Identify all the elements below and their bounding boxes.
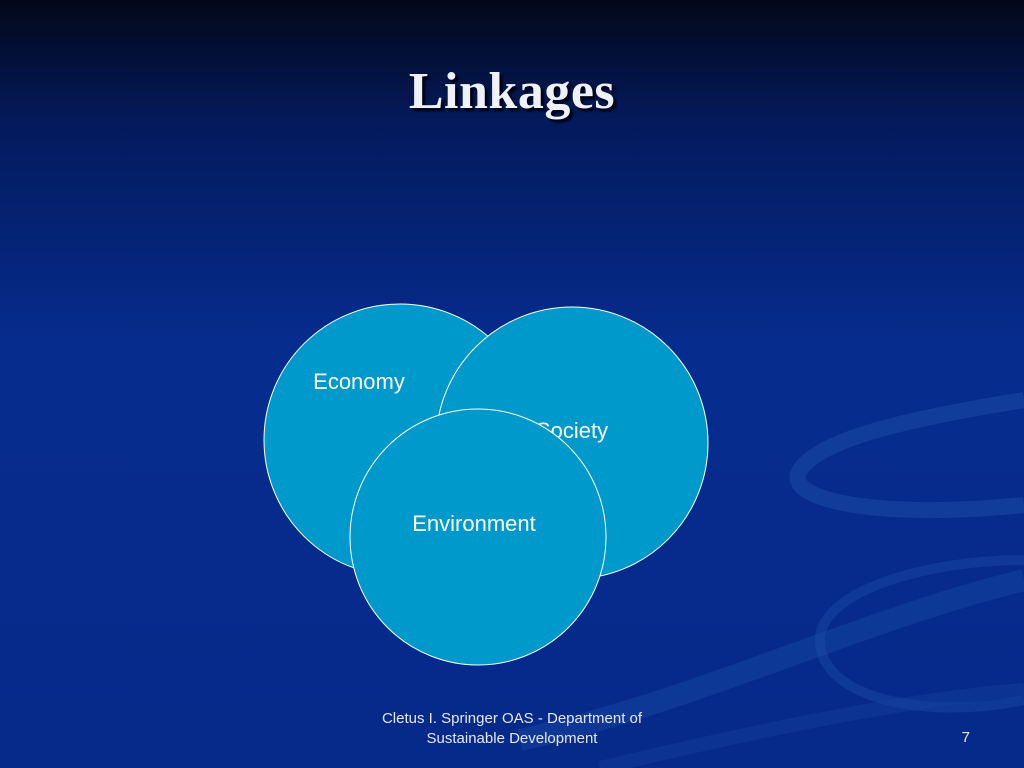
slide-footer: Cletus I. Springer OAS - Department of S… xyxy=(342,709,682,749)
footer-line-2: Sustainable Development xyxy=(426,730,598,747)
page-number: 7 xyxy=(961,729,970,746)
environment-label: Environment xyxy=(412,511,536,536)
economy-label: Economy xyxy=(313,369,405,394)
environment-circle xyxy=(349,408,607,666)
slide-title: Linkages xyxy=(408,63,616,120)
footer-line-1: Cletus I. Springer OAS - Department of xyxy=(381,710,643,727)
